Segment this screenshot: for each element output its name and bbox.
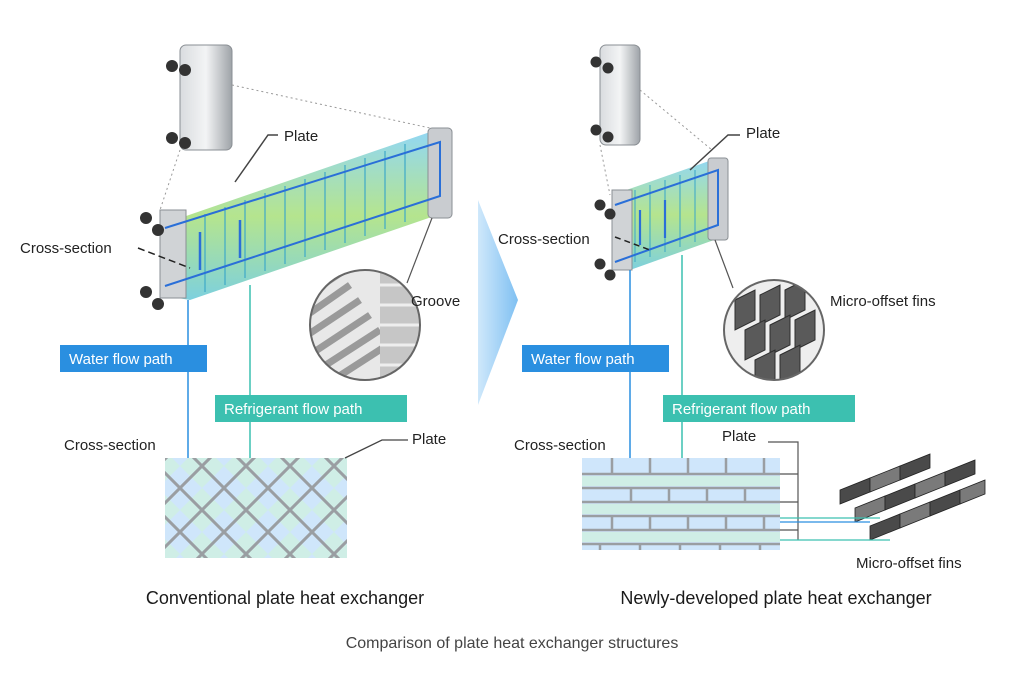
micro-offset-fins-label: Micro-offset fins (830, 293, 936, 310)
cross-section-label-new: Cross-section (498, 231, 590, 248)
exchanger-unit-icon (166, 44, 233, 151)
plate-label-2-new: Plate (722, 428, 756, 445)
new-title: Newly-developed plate heat exchanger (620, 588, 931, 608)
groove-label: Groove (411, 293, 460, 310)
plate-label-new: Plate (746, 125, 780, 142)
exchanger-unit-icon-new (590, 44, 641, 146)
refrigerant-flow-label-new: Refrigerant flow path (672, 401, 810, 418)
conventional-title: Conventional plate heat exchanger (146, 588, 424, 608)
cross-section-label-2: Cross-section (64, 437, 156, 454)
plate-label: Plate (284, 128, 318, 145)
figure-caption: Comparison of plate heat exchanger struc… (346, 635, 679, 652)
fin-3d-icon (839, 453, 986, 541)
water-flow-tag-new (522, 345, 669, 372)
new-section: Plate Cross-section Micro-offse (498, 44, 986, 608)
cross-section-label-2-new: Cross-section (514, 437, 606, 454)
groove-magnifier-icon (309, 269, 421, 381)
water-flow-label: Water flow path (69, 351, 173, 368)
refrigerant-flow-tag-new (663, 395, 855, 422)
right-arrow-icon (478, 200, 518, 405)
refrigerant-flow-label: Refrigerant flow path (224, 401, 362, 418)
cross-section-label: Cross-section (20, 240, 112, 257)
diamond-cross-section (165, 458, 347, 558)
plate-label-2: Plate (412, 431, 446, 448)
fin-magnifier-icon (723, 279, 825, 381)
refrigerant-flow-tag (215, 395, 407, 422)
exchanger-body-new-icon (594, 157, 729, 281)
water-flow-tag (60, 345, 207, 372)
exchanger-body-icon (140, 127, 453, 310)
brick-cross-section (582, 458, 780, 550)
micro-offset-fins-label-2: Micro-offset fins (856, 555, 962, 572)
conventional-section: Plate Cross-section Groove (20, 44, 460, 608)
water-flow-label-new: Water flow path (531, 351, 635, 368)
